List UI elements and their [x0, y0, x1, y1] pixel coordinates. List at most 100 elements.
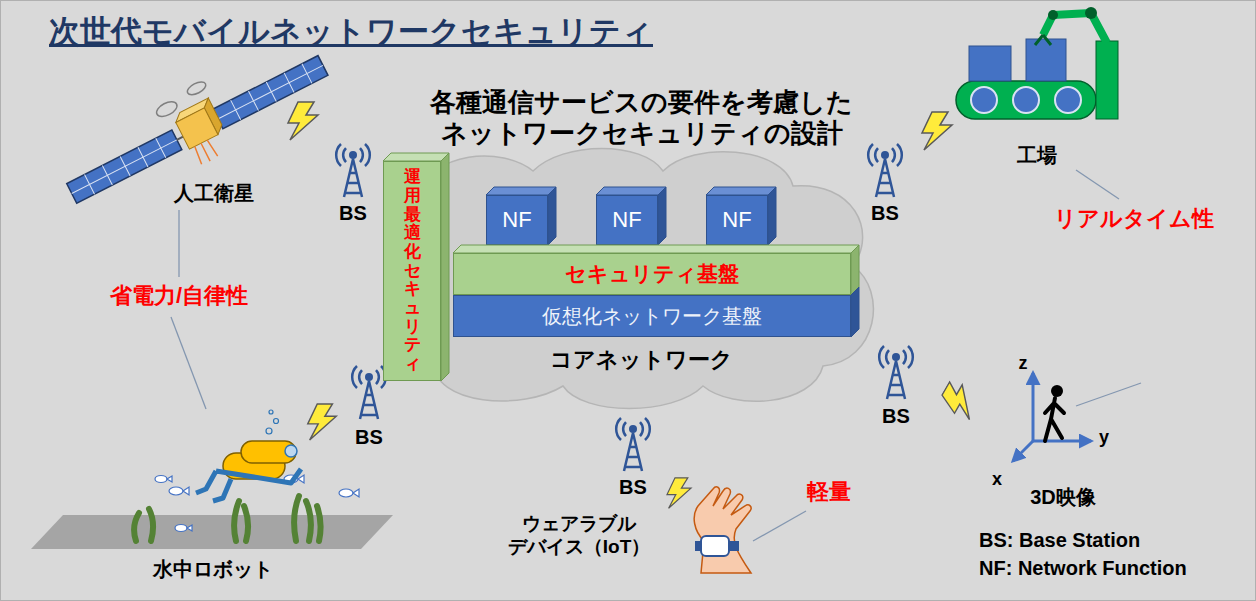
- ops-security-box: 運用最適化セキュリティ: [383, 161, 441, 381]
- box-label: NF: [722, 207, 751, 233]
- label-slot: 人工衛星: [174, 181, 254, 205]
- axis-label: y: [1099, 427, 1109, 449]
- illustration-part: [1013, 441, 1033, 461]
- illustration-part: [175, 525, 187, 532]
- label-slot: 水中ロボット: [153, 557, 273, 581]
- box-label: NF: [502, 207, 531, 233]
- label-slot: BS: Base Station: [979, 528, 1140, 552]
- box-side-face: [851, 245, 859, 295]
- illustration-part: [196, 469, 301, 501]
- label-slot: 工場: [1017, 143, 1057, 167]
- illustration-part: [1048, 10, 1058, 20]
- heading-text: 各種通信サービスの要件を考慮した ネットワークセキュリティの設計: [429, 87, 855, 149]
- illustration-part: [1013, 87, 1039, 113]
- nf-box: NF: [486, 195, 548, 245]
- illustration-part: [956, 81, 1096, 119]
- label-slot: BS: [619, 475, 647, 499]
- requirement-label: リアルタイム性: [1054, 206, 1214, 232]
- illustration-part: [1032, 373, 1035, 441]
- illustration-part: [269, 410, 273, 414]
- label-slot: 省電力/自律性: [110, 283, 248, 309]
- device-label: 3D映像: [1030, 485, 1096, 509]
- underwater-robot-figure: [31, 410, 393, 549]
- illustration-part: [285, 445, 297, 457]
- illustration-part: [274, 419, 279, 424]
- label-slot: リアルタイム性: [1054, 206, 1214, 232]
- lightning-icon: [922, 112, 952, 150]
- bs-label: BS: [339, 201, 367, 225]
- illustration-part: [171, 317, 206, 409]
- illustration-part: [31, 515, 393, 549]
- security-platform-band: セキュリティ基盤: [453, 253, 851, 295]
- illustration-part: [154, 99, 179, 120]
- illustration-part: [187, 525, 192, 531]
- box-top-face: [383, 153, 449, 161]
- core-network-cloud: コアネットワーク運用最適化セキュリティNFNFNFセキュリティ基盤仮想化ネットワ…: [373, 141, 883, 411]
- illustration-part: [266, 410, 279, 434]
- abbreviation-note: BS: Base Station: [979, 528, 1140, 552]
- illustration-part: [701, 536, 729, 556]
- label-slot: 3D映像: [1030, 485, 1096, 509]
- antenna-icon: [868, 144, 902, 197]
- illustration-part: [339, 489, 353, 497]
- label-slot: ウェアラブル デバイス（IoT）: [504, 513, 654, 559]
- label-slot: x: [992, 469, 1002, 491]
- nf-box: NF: [596, 195, 658, 245]
- box-label: NF: [612, 207, 641, 233]
- illustration-part: [1051, 385, 1063, 397]
- illustration-part: [169, 487, 183, 495]
- box-side-face: [851, 287, 859, 337]
- illustration-part: [1085, 7, 1097, 19]
- lightning-icon: [667, 478, 691, 508]
- illustration-part: [176, 108, 218, 149]
- label-slot: BS: [339, 201, 367, 225]
- illustration-part: [134, 496, 321, 541]
- illustration-part: [1045, 398, 1064, 441]
- cloud-shape: [384, 149, 873, 409]
- box-top-face: [486, 187, 556, 195]
- box-top-face: [453, 245, 859, 253]
- illustration-part: [1096, 41, 1118, 119]
- title-slot: 次世代モバイルネットワークセキュリティ: [49, 13, 653, 50]
- box-label: 仮想化ネットワーク基盤: [542, 304, 762, 328]
- illustration-part: [1055, 87, 1081, 113]
- illustration-part: [971, 87, 997, 113]
- axis-label: x: [992, 469, 1002, 491]
- bs-label: BS: [619, 475, 647, 499]
- illustration-part: [155, 475, 359, 532]
- label-slot: BS: [882, 404, 910, 428]
- bs-label: BS: [871, 201, 899, 225]
- illustration-part: [353, 489, 359, 497]
- illustration-part: [753, 511, 806, 541]
- label-slot: BS: [871, 201, 899, 225]
- requirement-label: 軽量: [807, 479, 851, 505]
- illustration-part: [193, 139, 218, 165]
- label-slot: BS: [355, 425, 383, 449]
- box-top-face: [706, 187, 776, 195]
- box-side-face: [768, 187, 776, 245]
- lightning-icon: [288, 102, 318, 140]
- label-slot: 各種通信サービスの要件を考慮した ネットワークセキュリティの設計: [429, 87, 855, 149]
- box-side-face: [548, 187, 556, 245]
- device-label: ウェアラブル デバイス（IoT）: [504, 513, 654, 559]
- illustration-part: [969, 46, 1011, 81]
- label-slot: 軽量: [807, 479, 851, 505]
- illustration-part: [183, 487, 189, 495]
- lightning-icon: [937, 379, 983, 422]
- label-slot: y: [1099, 427, 1109, 449]
- illustration-part: [185, 79, 207, 97]
- abbreviation-note: NF: Network Function: [979, 556, 1187, 580]
- wearable-hand-figure: [694, 487, 751, 573]
- illustration-part: [266, 428, 272, 434]
- box-top-face: [596, 187, 666, 195]
- box-side-face: [441, 153, 449, 381]
- box-side-face: [658, 187, 666, 245]
- nf-box: NF: [706, 195, 768, 245]
- bs-label: BS: [355, 425, 383, 449]
- illustration-part: [67, 56, 328, 204]
- illustration-part: [1026, 39, 1066, 81]
- label-slot: NF: Network Function: [979, 556, 1187, 580]
- illustration-part: [155, 476, 167, 483]
- leader-lines: [171, 170, 1141, 541]
- lightning-icon: [308, 404, 337, 440]
